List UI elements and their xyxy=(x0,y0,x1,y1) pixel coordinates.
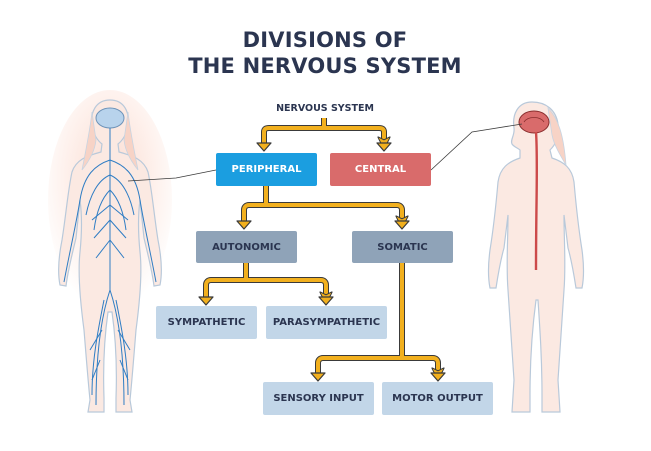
node-peripheral: PERIPHERAL xyxy=(216,153,317,186)
connector-arrows xyxy=(198,118,446,382)
node-central: CENTRAL xyxy=(330,153,431,186)
right-body-figure-icon xyxy=(487,101,585,413)
arrowhead-icon xyxy=(256,142,272,152)
leader-lines xyxy=(127,123,523,182)
node-motor-output: MOTOR OUTPUT xyxy=(382,382,493,415)
node-sensory-input: SENSORY INPUT xyxy=(263,382,374,415)
spinal-cord-icon xyxy=(534,131,539,271)
left-body-figure-icon xyxy=(48,90,172,413)
node-sympathetic: SYMPATHETIC xyxy=(156,306,257,339)
arrowhead-icon xyxy=(430,372,446,382)
page-title-line-2: THE NERVOUS SYSTEM xyxy=(188,54,462,78)
node-parasympathetic: PARASYMPATHETIC xyxy=(266,306,387,339)
arrowhead-icon xyxy=(394,220,410,230)
peripheral-nerves-icon xyxy=(63,128,157,406)
arrowhead-icon xyxy=(376,142,392,152)
page-title-line-1: DIVISIONS OF xyxy=(242,28,408,52)
arrowhead-icon xyxy=(318,296,334,306)
arrowhead-icon xyxy=(198,296,214,306)
root-node-label: NERVOUS SYSTEM xyxy=(276,103,374,114)
arrowhead-icon xyxy=(310,372,326,382)
arrowhead-icon xyxy=(236,220,252,230)
node-somatic: SOMATIC xyxy=(352,231,453,263)
node-autonomic: AUTONOMIC xyxy=(196,231,297,263)
